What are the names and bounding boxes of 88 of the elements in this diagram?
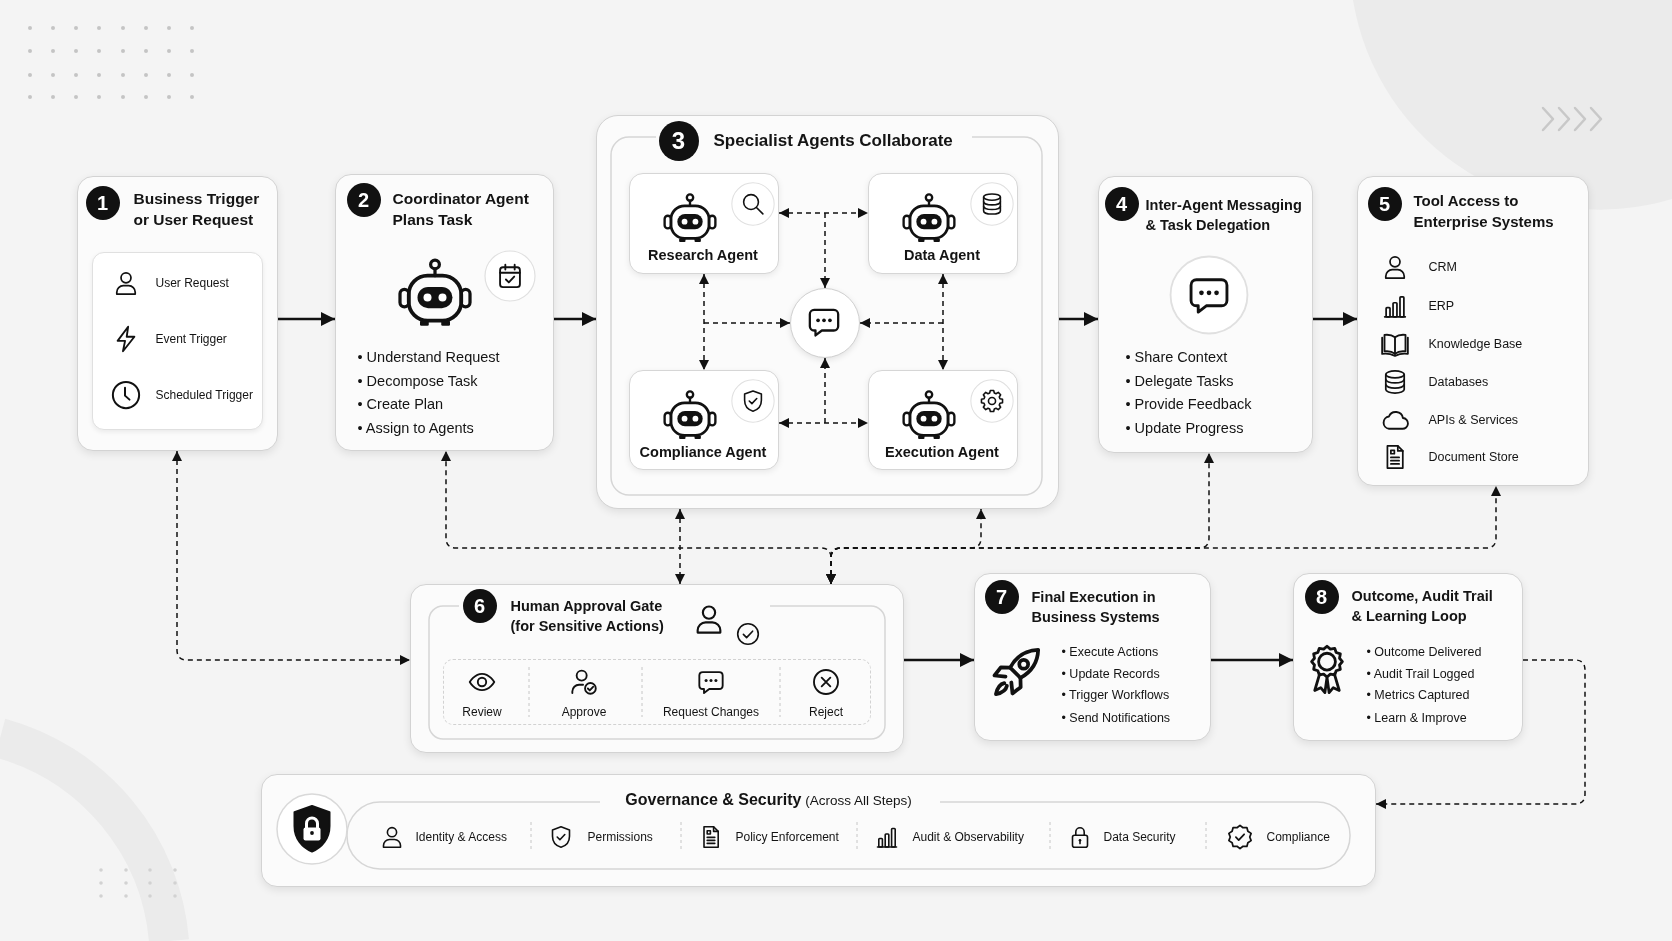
dashed-arrow bbox=[703, 318, 791, 328]
action-label: Reject bbox=[808, 704, 844, 720]
dashed-arrow bbox=[778, 418, 869, 428]
bullet-item: • Update Records bbox=[1061, 665, 1161, 683]
agent-card bbox=[867, 369, 1018, 470]
bullet-item: • Create Plan bbox=[357, 394, 445, 414]
bullet-item: • Provide Feedback bbox=[1125, 394, 1253, 414]
dashed-arrow bbox=[820, 357, 830, 424]
step-number: 1 bbox=[85, 185, 120, 220]
bullet-item: • Understand Request bbox=[357, 347, 501, 367]
agent-label: Research Agent bbox=[647, 246, 759, 265]
bullet-item: • Learn & Improve bbox=[1366, 709, 1468, 727]
step-number: 6 bbox=[462, 588, 497, 623]
bullet-item: • Audit Trail Logged bbox=[1366, 665, 1476, 683]
step-title: Business Trigger or User Request bbox=[133, 188, 261, 230]
trigger-label: Event Trigger bbox=[155, 330, 228, 347]
dashed-arrow bbox=[1375, 659, 1586, 809]
agent-card bbox=[628, 172, 779, 274]
action-panel bbox=[442, 658, 871, 725]
bullet-item: • Assign to Agents bbox=[357, 418, 475, 438]
step-title: Inter-Agent Messaging & Task Delegation bbox=[1145, 195, 1303, 235]
trigger-panel bbox=[91, 251, 263, 430]
dashed-arrow bbox=[675, 508, 685, 585]
bullet-item: • Share Context bbox=[1125, 347, 1229, 367]
system-label: Knowledge Base bbox=[1428, 335, 1524, 352]
arrow bbox=[1211, 653, 1293, 667]
control-label: Identity & Access bbox=[415, 828, 508, 845]
dashed-arrow bbox=[172, 450, 411, 665]
governance-panel bbox=[261, 774, 1376, 887]
step-number: 8 bbox=[1304, 579, 1339, 614]
system-label: APIs & Services bbox=[1428, 411, 1520, 428]
bullet-item: • Execute Actions bbox=[1061, 643, 1160, 661]
step-card bbox=[1098, 176, 1313, 453]
dashed-arrow bbox=[699, 273, 709, 371]
section-title: Specialist Agents Collaborate bbox=[713, 129, 954, 152]
control-label: Permissions bbox=[587, 828, 654, 845]
dashed-arrow bbox=[826, 485, 1501, 585]
dashed-arrow bbox=[859, 318, 944, 328]
dashed-arrow bbox=[778, 208, 869, 218]
bullet-item: • Metrics Captured bbox=[1366, 686, 1471, 704]
step-card bbox=[974, 573, 1211, 741]
step-number: 5 bbox=[1367, 186, 1402, 221]
system-label: CRM bbox=[1428, 258, 1458, 275]
step-title: Human Approval Gate (for Sensitive Actions) bbox=[510, 596, 665, 636]
step-title: Tool Access to Enterprise Systems bbox=[1413, 190, 1555, 232]
action-label: Request Changes bbox=[661, 704, 761, 720]
step-card bbox=[1293, 573, 1523, 741]
step-card bbox=[77, 176, 278, 451]
step-title: Outcome, Audit Trail & Learning Loop bbox=[1351, 586, 1494, 626]
control-label: Audit & Observability bbox=[912, 828, 1025, 845]
arrow bbox=[1313, 312, 1357, 326]
system-label: Databases bbox=[1428, 373, 1490, 390]
arrow bbox=[278, 312, 335, 326]
step-number: 7 bbox=[984, 579, 1019, 614]
system-label: ERP bbox=[1428, 297, 1456, 314]
arrow bbox=[904, 653, 974, 667]
step-number: 4 bbox=[1104, 186, 1139, 221]
bullet-item: • Decompose Task bbox=[357, 371, 479, 391]
agent-card bbox=[628, 369, 779, 470]
step-number: 2 bbox=[346, 182, 381, 217]
step-title: Final Execution in Business Systems bbox=[1031, 587, 1161, 627]
agent-label: Execution Agent bbox=[884, 443, 1000, 462]
governance-title: Governance & Security (Across All Steps) bbox=[624, 789, 913, 810]
agent-label: Data Agent bbox=[903, 246, 981, 265]
arrow bbox=[1059, 312, 1098, 326]
control-label: Policy Enforcement bbox=[735, 828, 840, 845]
bullet-item: • Outcome Delivered bbox=[1366, 643, 1483, 661]
agent-card bbox=[867, 172, 1018, 274]
trigger-label: Scheduled Trigger bbox=[155, 386, 254, 403]
step-card bbox=[410, 584, 904, 753]
agent-label: Compliance Agent bbox=[638, 443, 768, 462]
system-label: Document Store bbox=[1428, 448, 1520, 465]
trigger-label: User Request bbox=[155, 274, 230, 291]
control-label: Data Security bbox=[1103, 828, 1177, 845]
dashed-arrow bbox=[938, 273, 948, 371]
step-title: Coordinator Agent Plans Task bbox=[392, 188, 530, 230]
bullet-item: • Update Progress bbox=[1125, 418, 1245, 438]
action-label: Approve bbox=[560, 704, 608, 720]
bullet-item: • Delegate Tasks bbox=[1125, 371, 1235, 391]
step-card bbox=[1357, 176, 1589, 486]
step-card bbox=[335, 174, 554, 451]
bullet-item: • Send Notifications bbox=[1061, 709, 1172, 727]
control-label: Compliance bbox=[1266, 828, 1331, 845]
dashed-arrow bbox=[820, 212, 830, 289]
step-number: 3 bbox=[658, 120, 699, 161]
arrow bbox=[554, 312, 596, 326]
action-label: Review bbox=[461, 704, 503, 720]
bullet-item: • Trigger Workflows bbox=[1061, 686, 1171, 704]
